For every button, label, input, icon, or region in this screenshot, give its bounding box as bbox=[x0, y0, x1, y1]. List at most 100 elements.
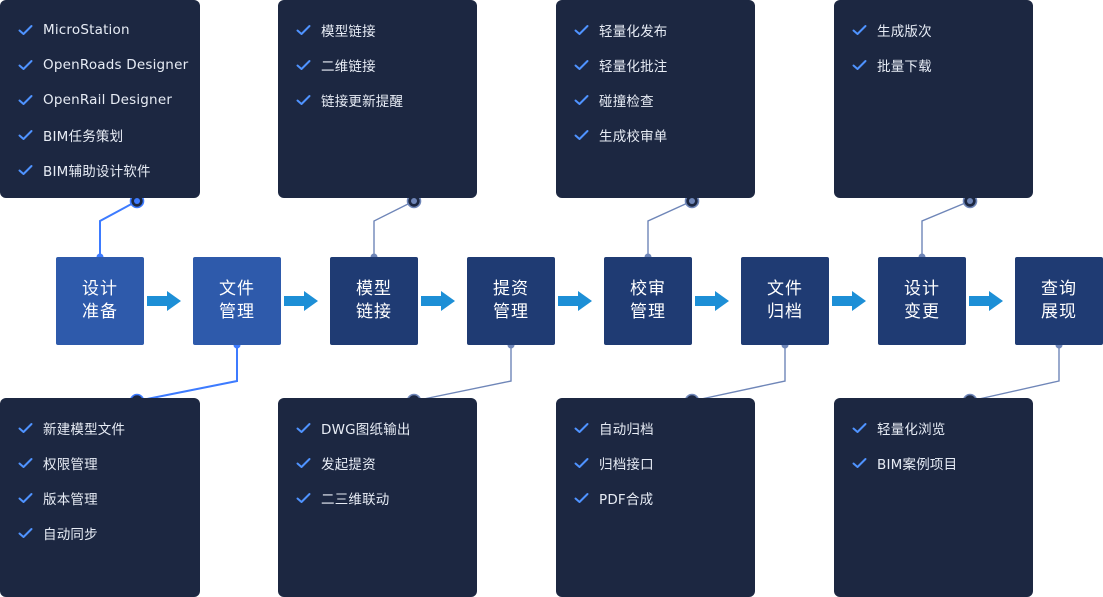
checkmark-icon bbox=[296, 94, 311, 105]
checklist-item-label: 轻量化批注 bbox=[599, 58, 668, 75]
checklist-item: 权限管理 bbox=[0, 445, 200, 480]
checkmark-icon bbox=[18, 129, 33, 140]
connector-ring-core bbox=[689, 198, 695, 204]
checklist-item-label: 轻量化浏览 bbox=[877, 421, 946, 438]
checklist-item: 轻量化发布 bbox=[556, 12, 755, 47]
checklist-item: 新建模型文件 bbox=[0, 410, 200, 445]
connector-line bbox=[373, 200, 415, 257]
checkmark-icon bbox=[574, 24, 589, 35]
checkmark-icon bbox=[852, 457, 867, 468]
checklist-item: DWG图纸输出 bbox=[278, 410, 477, 445]
checklist-item: 自动归档 bbox=[556, 410, 755, 445]
step-label: 设计变更 bbox=[904, 279, 940, 322]
flow-arrow-icon bbox=[969, 291, 1003, 311]
checklist-item-label: 归档接口 bbox=[599, 456, 654, 473]
step-submission-mgmt[interactable]: 提资管理 bbox=[467, 257, 555, 345]
step-query-display[interactable]: 查询展现 bbox=[1015, 257, 1103, 345]
flow-arrow-icon bbox=[421, 291, 455, 311]
top-panel-review: 轻量化发布轻量化批注碰撞检查生成校审单 bbox=[556, 0, 755, 198]
top-panel-design-change: 生成版次批量下载 bbox=[834, 0, 1033, 198]
checklist-item: 生成校审单 bbox=[556, 117, 755, 152]
connector-line bbox=[969, 345, 1060, 402]
step-file-archive[interactable]: 文件归档 bbox=[741, 257, 829, 345]
checklist-item: 自动同步 bbox=[0, 515, 200, 550]
checkmark-icon bbox=[574, 59, 589, 70]
flow-arrow-icon bbox=[558, 291, 592, 311]
checklist-item-label: 二三维联动 bbox=[321, 491, 390, 508]
checklist-item-label: 批量下载 bbox=[877, 58, 932, 75]
checklist-item-label: 新建模型文件 bbox=[43, 421, 126, 438]
step-label: 文件管理 bbox=[219, 279, 255, 322]
checkmark-icon bbox=[296, 457, 311, 468]
checklist-item-label: BIM辅助设计软件 bbox=[43, 163, 151, 180]
connector-ring-core bbox=[967, 198, 973, 204]
step-label: 校审管理 bbox=[630, 279, 666, 322]
connector-line bbox=[691, 345, 786, 402]
checklist-item-label: MicroStation bbox=[43, 21, 130, 38]
checkmark-icon bbox=[18, 422, 33, 433]
connector-line bbox=[413, 345, 512, 402]
step-design-change[interactable]: 设计变更 bbox=[878, 257, 966, 345]
bottom-panel-file-mgmt: 新建模型文件权限管理版本管理自动同步 bbox=[0, 398, 200, 597]
checklist-item: 轻量化批注 bbox=[556, 47, 755, 82]
step-label: 设计准备 bbox=[82, 279, 118, 322]
checklist-item-label: 碰撞检查 bbox=[599, 93, 654, 110]
checklist-item-label: 版本管理 bbox=[43, 491, 98, 508]
flow-arrow-icon bbox=[832, 291, 866, 311]
step-design-prep[interactable]: 设计准备 bbox=[56, 257, 144, 345]
checklist-item-label: 生成版次 bbox=[877, 23, 932, 40]
checkmark-icon bbox=[18, 164, 33, 175]
step-file-mgmt[interactable]: 文件管理 bbox=[193, 257, 281, 345]
checkmark-icon bbox=[852, 59, 867, 70]
connector-line bbox=[647, 200, 693, 257]
checklist-item: 二维链接 bbox=[278, 47, 477, 82]
checkmark-icon bbox=[18, 24, 33, 35]
checkmark-icon bbox=[852, 24, 867, 35]
checklist-item: 链接更新提醒 bbox=[278, 82, 477, 117]
checkmark-icon bbox=[18, 527, 33, 538]
checkmark-icon bbox=[296, 24, 311, 35]
step-label: 查询展现 bbox=[1041, 279, 1077, 322]
checklist-item-label: 生成校审单 bbox=[599, 128, 668, 145]
checklist-item-label: 链接更新提醒 bbox=[321, 93, 404, 110]
checklist-item-label: DWG图纸输出 bbox=[321, 421, 411, 438]
checklist-item: BIM案例项目 bbox=[834, 445, 1033, 480]
connector-ring-core bbox=[134, 198, 140, 204]
step-label: 模型链接 bbox=[356, 279, 392, 322]
checklist-item: OpenRoads Designer bbox=[0, 47, 200, 82]
checklist-item: OpenRail Designer bbox=[0, 82, 200, 117]
checkmark-icon bbox=[296, 59, 311, 70]
connector-line bbox=[921, 200, 971, 257]
checkmark-icon bbox=[18, 94, 33, 105]
checkmark-icon bbox=[574, 129, 589, 140]
checkmark-icon bbox=[852, 422, 867, 433]
flow-arrow-icon bbox=[695, 291, 729, 311]
checkmark-icon bbox=[574, 492, 589, 503]
step-model-link[interactable]: 模型链接 bbox=[330, 257, 418, 345]
checkmark-icon bbox=[18, 457, 33, 468]
checkmark-icon bbox=[18, 59, 33, 70]
checklist-item-label: BIM案例项目 bbox=[877, 456, 958, 473]
checkmark-icon bbox=[18, 492, 33, 503]
checklist-item-label: 模型链接 bbox=[321, 23, 376, 40]
checklist-item-label: 自动归档 bbox=[599, 421, 654, 438]
checklist-item-label: 发起提资 bbox=[321, 456, 376, 473]
checklist-item-label: BIM任务策划 bbox=[43, 128, 124, 145]
checkmark-icon bbox=[574, 94, 589, 105]
flow-arrow-icon bbox=[147, 291, 181, 311]
checklist-item-label: OpenRoads Designer bbox=[43, 56, 189, 73]
checkmark-icon bbox=[574, 422, 589, 433]
bottom-panel-submission: DWG图纸输出发起提资二三维联动 bbox=[278, 398, 477, 597]
checklist-item: 版本管理 bbox=[0, 480, 200, 515]
checklist-item-label: 二维链接 bbox=[321, 58, 376, 75]
step-label: 提资管理 bbox=[493, 279, 529, 322]
checklist-item: BIM辅助设计软件 bbox=[0, 152, 200, 187]
checklist-item: 二三维联动 bbox=[278, 480, 477, 515]
checklist-item-label: 自动同步 bbox=[43, 526, 98, 543]
checklist-item-label: OpenRail Designer bbox=[43, 91, 173, 108]
step-review-mgmt[interactable]: 校审管理 bbox=[604, 257, 692, 345]
checklist-item: 模型链接 bbox=[278, 12, 477, 47]
checklist-item: 批量下载 bbox=[834, 47, 1033, 82]
top-panel-model-link: 模型链接二维链接链接更新提醒 bbox=[278, 0, 477, 198]
